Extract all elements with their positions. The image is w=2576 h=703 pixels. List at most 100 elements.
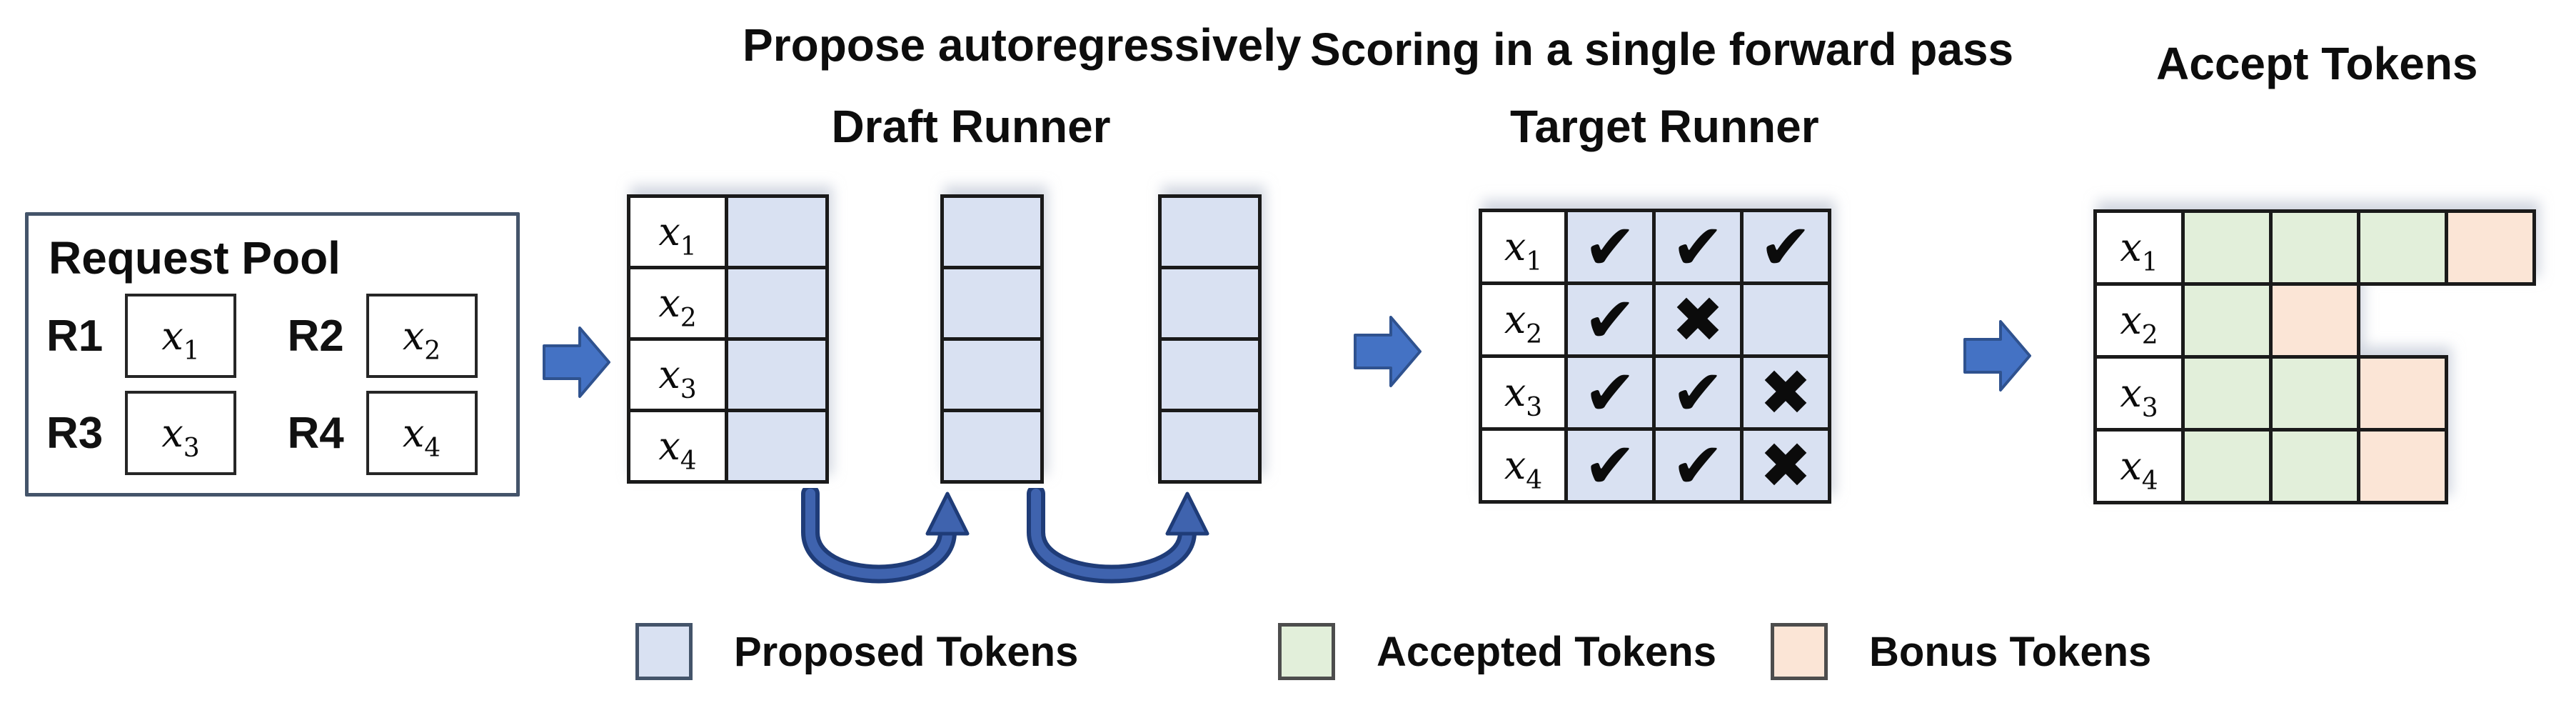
proposed-token-cell [725,337,829,412]
token-label: x3 [1504,370,1543,422]
accepted-token-cell [2357,209,2448,286]
loop-arrow-step1-to-step2 [801,488,970,584]
accepted-token-cell [2181,282,2273,359]
flow-arrow-pool-to-draft [543,326,610,398]
token-label: x4 [658,424,697,476]
bonus-token-cell [2445,209,2536,286]
check-icon: ✔ [1671,355,1724,429]
token-label: x2 [2120,298,2158,350]
draft-table-step-3 [1158,194,1262,484]
accepted-token-cell [2181,428,2273,504]
legend-label: Accepted Tokens [1377,628,1716,675]
score-cell-check: ✔ [1564,209,1656,285]
token-label-cell: x4 [627,409,728,484]
request-pool-title: Request Pool [49,232,341,284]
token-label: x1 [161,313,200,366]
legend-item-bonus-tokens: Bonus Tokens [1771,623,2151,680]
token-label-cell: x3 [627,337,728,412]
score-cell-empty [1740,281,1831,358]
check-icon: ✔ [1584,428,1636,502]
token-label-cell: x2 [627,266,728,341]
token-label: x3 [658,352,697,404]
request-item-r2: R2 x2 [270,287,511,384]
token-label-cell: x4 [2093,428,2185,504]
block-arrow-icon [1963,320,2031,392]
token-label: x3 [2120,371,2158,423]
legend-label: Proposed Tokens [734,628,1079,675]
accepted-token-cell [2181,355,2273,432]
score-cell-check: ✔ [1652,427,1744,504]
check-icon: ✔ [1671,209,1724,284]
token-label: x4 [402,410,441,463]
request-label: R3 [46,408,104,458]
request-token-box: x1 [125,294,236,378]
cross-icon: ✖ [1759,428,1812,502]
proposed-token-cell [725,194,829,269]
autoregressive-loop-arrows [801,488,1209,584]
accept-title: Accept Tokens [2156,38,2478,89]
score-cell-check: ✔ [1564,427,1656,504]
target-step-title: Scoring in a single forward pass [1310,24,2014,75]
score-cell-check: ✔ [1652,209,1744,285]
check-icon: ✔ [1584,355,1636,429]
block-arrow-icon [543,326,610,398]
score-cell-cross: ✖ [1740,427,1831,504]
check-icon: ✔ [1584,209,1636,284]
token-label: x2 [402,313,441,366]
accepted-token-cell [2269,209,2360,286]
proposed-token-cell [940,337,1044,412]
proposed-token-cell [725,266,829,341]
proposed-token-cell [940,266,1044,341]
token-label-cell: x4 [1479,427,1568,504]
token-label-cell: x2 [1479,281,1568,358]
check-icon: ✔ [1671,428,1724,502]
target-scoring-table: x1✔✔✔x2✔✖x3✔✔✖x4✔✔✖ [1479,209,1831,504]
target-runner-title: Target Runner [1510,101,1819,152]
flow-arrow-target-to-accept [1963,320,2031,392]
proposed-token-cell [1158,194,1262,269]
token-label: x2 [658,281,697,333]
token-label-cell: x2 [2093,282,2185,359]
flow-arrow-draft-to-target [1354,316,1422,387]
cross-icon: ✖ [1671,282,1724,357]
legend-swatch [1771,623,1828,680]
token-label-cell: x3 [1479,354,1568,431]
score-cell-check: ✔ [1740,209,1831,285]
token-label: x4 [1504,443,1543,495]
token-label: x1 [1504,224,1543,276]
proposed-token-cell [1158,266,1262,341]
proposed-token-cell [725,409,829,484]
proposed-token-cell [940,409,1044,484]
request-item-r1: R1 x1 [29,287,270,384]
request-token-box: x2 [366,294,478,378]
score-cell-cross: ✖ [1740,354,1831,431]
request-token-box: x4 [366,391,478,475]
token-label-cell: x1 [1479,209,1568,285]
check-icon: ✔ [1584,282,1636,357]
token-label: x1 [658,209,697,261]
token-label-cell: x1 [2093,209,2185,286]
draft-table-step-2 [940,194,1044,484]
block-arrow-icon [1354,316,1422,387]
request-label: R1 [46,311,104,361]
score-cell-check: ✔ [1564,354,1656,431]
accepted-token-cell [2269,355,2360,432]
score-cell-check: ✔ [1564,281,1656,358]
accepted-token-cell [2181,209,2273,286]
draft-table-step-1: x1 x2 x3 x4 [627,194,829,484]
request-token-box: x3 [125,391,236,475]
legend-item-accepted-tokens: Accepted Tokens [1278,623,1716,680]
proposed-token-cell [940,194,1044,269]
request-label: R2 [287,311,344,361]
legend-swatch [635,623,693,680]
cross-icon: ✖ [1759,355,1812,429]
token-label: x4 [2120,444,2158,496]
bonus-token-cell [2357,355,2448,432]
draft-step-title: Propose autoregressively [743,19,1302,71]
legend-swatch [1278,623,1335,680]
token-label-cell: x3 [2093,355,2185,432]
